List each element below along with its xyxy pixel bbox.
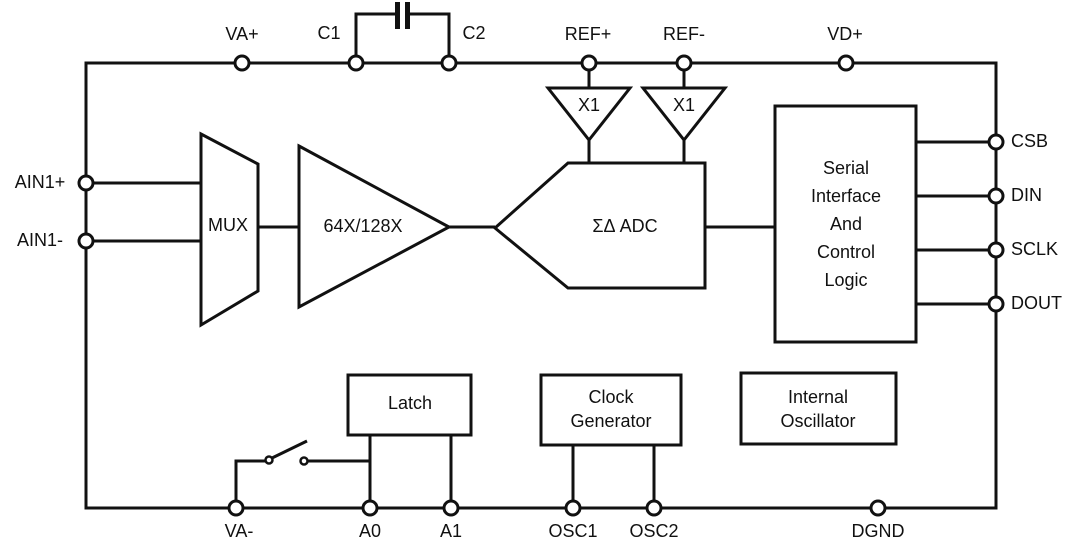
pin-dgnd-icon — [869, 499, 887, 517]
pin-label-osc1: OSC1 — [548, 521, 598, 542]
pin-label-a0: A0 — [358, 521, 382, 542]
pin-label-ain1-minus: AIN1- — [16, 230, 64, 251]
block-label-mux: MUX — [208, 215, 248, 236]
pin-osc1-icon — [564, 499, 582, 517]
capacitor-icon — [395, 2, 410, 29]
pin-label-osc2: OSC2 — [629, 521, 679, 542]
pin-c1-icon — [347, 54, 365, 72]
clock-generator-box — [539, 373, 683, 447]
pin-label-dout: DOUT — [1011, 293, 1062, 314]
pin-osc2-icon — [645, 499, 663, 517]
capacitor-wires — [354, 12, 451, 58]
switch-wires — [234, 459, 370, 501]
internal-oscillator-box — [739, 371, 898, 446]
pin-a0-icon — [361, 499, 379, 517]
pin-ain1-plus-icon — [77, 174, 95, 192]
pin-label-dgnd: DGND — [851, 521, 905, 542]
ref-buffer-wires — [587, 70, 686, 163]
pin-label-ref-plus: REF+ — [564, 24, 612, 45]
latch-pin-wires — [368, 435, 453, 501]
block-label-x1-left: X1 — [577, 95, 601, 116]
pin-label-ain1-plus: AIN1+ — [14, 172, 66, 193]
pin-label-din: DIN — [1011, 185, 1042, 206]
pin-label-csb: CSB — [1011, 131, 1049, 152]
pin-c2-icon — [440, 54, 458, 72]
pin-dout-icon — [987, 295, 1005, 313]
chip-boundary — [84, 61, 998, 510]
amplifier-shape — [297, 143, 453, 310]
latch-box — [346, 373, 473, 437]
clock-pin-wires — [571, 445, 656, 501]
block-label-amplifier: 64X/128X — [323, 216, 403, 237]
block-label-x1-right: X1 — [672, 95, 696, 116]
pin-label-a1: A1 — [439, 521, 463, 542]
switch-contacts — [264, 455, 309, 466]
pin-circles — [77, 54, 1005, 517]
pin-vd-plus-icon — [837, 54, 855, 72]
block-label-latch: Latch — [387, 393, 433, 414]
mux-shape — [199, 131, 260, 328]
serial-interface-box — [773, 104, 918, 344]
pin-label-vd-plus: VD+ — [827, 24, 863, 45]
switch-contact-icon — [264, 455, 274, 465]
pin-label-va-minus: VA- — [224, 521, 254, 542]
pin-sclk-icon — [987, 241, 1005, 259]
pin-va-minus-icon — [227, 499, 245, 517]
pin-ref-plus-icon — [580, 54, 598, 72]
pin-label-c1: C1 — [317, 23, 341, 44]
pin-label-ref-minus: REF- — [663, 24, 705, 45]
switch-contact-icon — [299, 456, 309, 466]
pin-csb-icon — [987, 133, 1005, 151]
pin-label-va-plus: VA+ — [225, 24, 259, 45]
block-label-serial-interface: Serial Interface And Control Logic — [810, 158, 882, 290]
block-label-adc: ΣΔ ADC — [592, 216, 658, 237]
pin-va-plus-icon — [233, 54, 251, 72]
pin-a1-icon — [442, 499, 460, 517]
serial-pin-wires — [916, 140, 989, 306]
pin-label-sclk: SCLK — [1011, 239, 1059, 260]
ain-wires — [93, 181, 201, 243]
pin-label-c2: C2 — [462, 23, 486, 44]
pin-ref-minus-icon — [675, 54, 693, 72]
block-label-internal-oscillator: Internal Oscillator — [780, 387, 856, 431]
block-label-clock-generator: Clock Generator — [570, 387, 652, 431]
pin-ain1-minus-icon — [77, 232, 95, 250]
switch-blade — [271, 439, 308, 460]
pin-din-icon — [987, 187, 1005, 205]
